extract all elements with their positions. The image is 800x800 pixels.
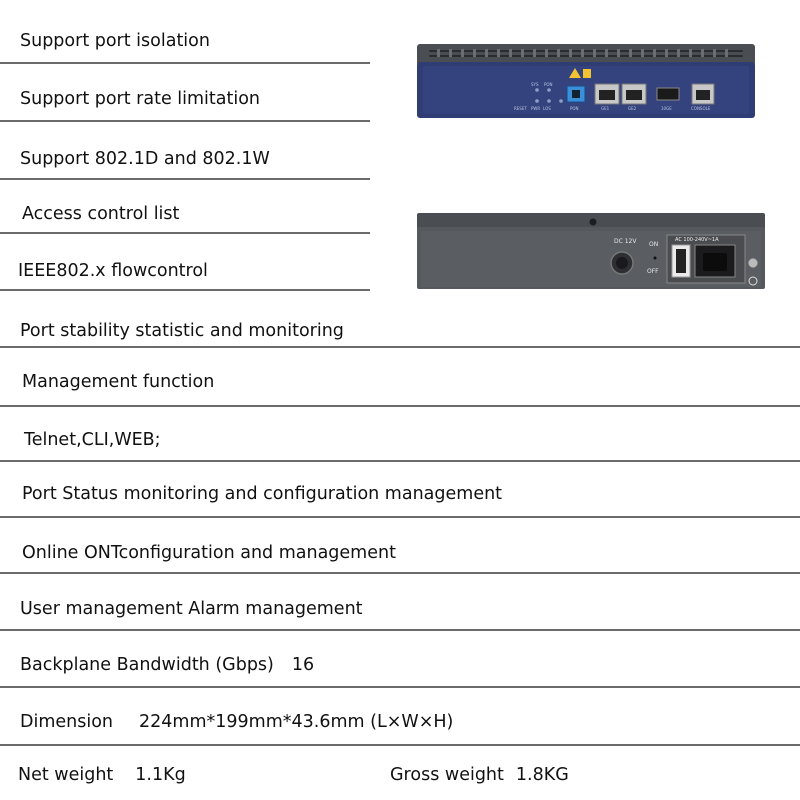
- divider: [0, 289, 370, 291]
- divider: [0, 232, 370, 234]
- backplane-value: 16: [291, 655, 315, 675]
- label-reset: RESET: [514, 106, 527, 111]
- divider: [0, 572, 800, 574]
- divider: [0, 686, 800, 688]
- label-ge2: GE2: [628, 106, 637, 111]
- feature-row: Online ONTconfiguration and management: [22, 543, 396, 563]
- backplane-label: Backplane Bandwidth (Gbps): [20, 655, 274, 675]
- feature-row: Port Status monitoring and configuration…: [22, 484, 503, 504]
- divider: [0, 120, 370, 122]
- feature-row: IEEE802.x flowcontrol: [18, 261, 208, 281]
- divider: [0, 516, 800, 518]
- feature-row: User management Alarm management: [20, 599, 363, 619]
- divider: [0, 346, 800, 348]
- label-console: CONSOLE: [691, 106, 711, 111]
- device-back-image: DC 12V ON OFF AC 100-240V~1A: [417, 213, 765, 289]
- divider: [0, 460, 800, 462]
- divider: [0, 629, 800, 631]
- label-dc12v: DC 12V: [614, 238, 637, 245]
- net-weight: Net weight 1.1Kg: [18, 764, 186, 786]
- label-off: OFF: [647, 268, 659, 275]
- feature-row: Support port rate limitation: [20, 89, 261, 109]
- dimension-value: 224mm*199mm*43.6mm (L×W×H): [139, 712, 454, 732]
- feature-row: Management function: [22, 372, 215, 392]
- label-on: ON: [649, 241, 658, 248]
- device-front-image: RESET PWR SYS PON LOS PON GE1 GE2 10GE C…: [417, 44, 755, 118]
- feature-row: Telnet,CLI,WEB;: [24, 430, 161, 450]
- gross-weight: Gross weight 1.8KG: [390, 764, 569, 786]
- divider: [0, 744, 800, 746]
- backplane-row: Backplane Bandwidth (Gbps) 16: [20, 654, 314, 676]
- label-sys: SYS: [531, 82, 539, 87]
- label-los: LOS: [543, 106, 551, 111]
- gross-weight-label: Gross weight: [390, 765, 504, 785]
- label-pwr: PWR: [531, 106, 540, 111]
- dimension-label: Dimension: [20, 712, 114, 732]
- divider: [0, 62, 370, 64]
- feature-row: Port stability statistic and monitoring: [20, 321, 344, 341]
- label-pon-led: PON: [544, 82, 553, 87]
- label-ac: AC 100-240V~1A: [675, 237, 719, 243]
- net-weight-label: Net weight: [18, 765, 114, 785]
- label-pon: PON: [570, 106, 579, 111]
- divider: [0, 405, 800, 407]
- feature-row: Support port isolation: [20, 31, 210, 51]
- feature-row: Support 802.1D and 802.1W: [20, 149, 270, 169]
- dimension-row: Dimension 224mm*199mm*43.6mm (L×W×H): [20, 711, 453, 733]
- divider: [0, 178, 370, 180]
- label-10ge: 10GE: [661, 106, 672, 111]
- feature-row: Access control list: [22, 204, 180, 224]
- gross-weight-value: 1.8KG: [515, 765, 569, 785]
- net-weight-value: 1.1Kg: [135, 765, 186, 785]
- label-ge1: GE1: [601, 106, 610, 111]
